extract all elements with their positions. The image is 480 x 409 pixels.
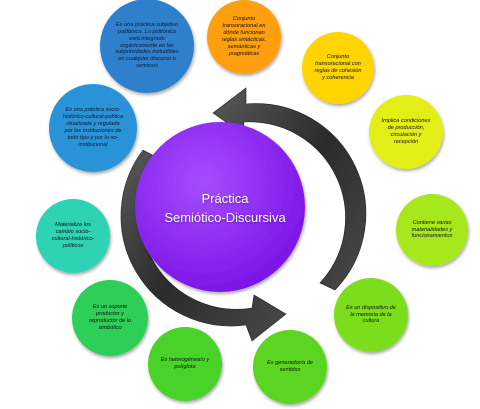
node-text-n7: Es heterogénea/o y políglota [160, 357, 210, 370]
node-circle-n5 [334, 278, 408, 352]
node-circle-n4 [396, 194, 468, 266]
node-circle-n6 [253, 330, 327, 404]
node-text-n2: Conjunto transoracional con reglas de co… [314, 54, 362, 81]
center-label: Práctica Semiótico-Discursiva [150, 180, 300, 236]
node-text-n10: Es una práctica socio-histórico-cultural… [62, 107, 124, 148]
node-text-n5: Es un dispositivo de la memoria de la cu… [346, 304, 396, 325]
node-text-n9: Materializa los cambio socio-cultural-hi… [51, 222, 95, 249]
node-circle-n11 [100, 0, 194, 93]
node-circle-n10 [49, 84, 137, 172]
center-subtitle: Semiótico-Discursiva [164, 210, 286, 225]
node-text-n1: Conjunto transoracional en dónde funcion… [221, 16, 267, 57]
node-text-n11: Es una práctica subjetivo polifónica. Lo… [115, 21, 179, 70]
node-circle-n7 [148, 327, 222, 401]
node-circle-n1 [207, 0, 281, 74]
node-circle-n9 [36, 199, 110, 273]
center-title: Práctica [201, 190, 249, 206]
node-circle-n2 [302, 32, 374, 104]
cycle-arrow-upper [212, 87, 367, 291]
node-text-n4: Contiene varias materialidades y funcion… [411, 219, 453, 240]
node-text-n8: Es un soporte productor y reproductor de… [88, 304, 132, 331]
center-circle [135, 122, 305, 292]
node-circle-n8 [72, 280, 148, 356]
node-circle-n3 [369, 95, 443, 169]
node-text-n6: Es generador/a de sentidos [266, 360, 314, 373]
node-text-n3: Implica condiciones de producción, circu… [381, 118, 431, 145]
